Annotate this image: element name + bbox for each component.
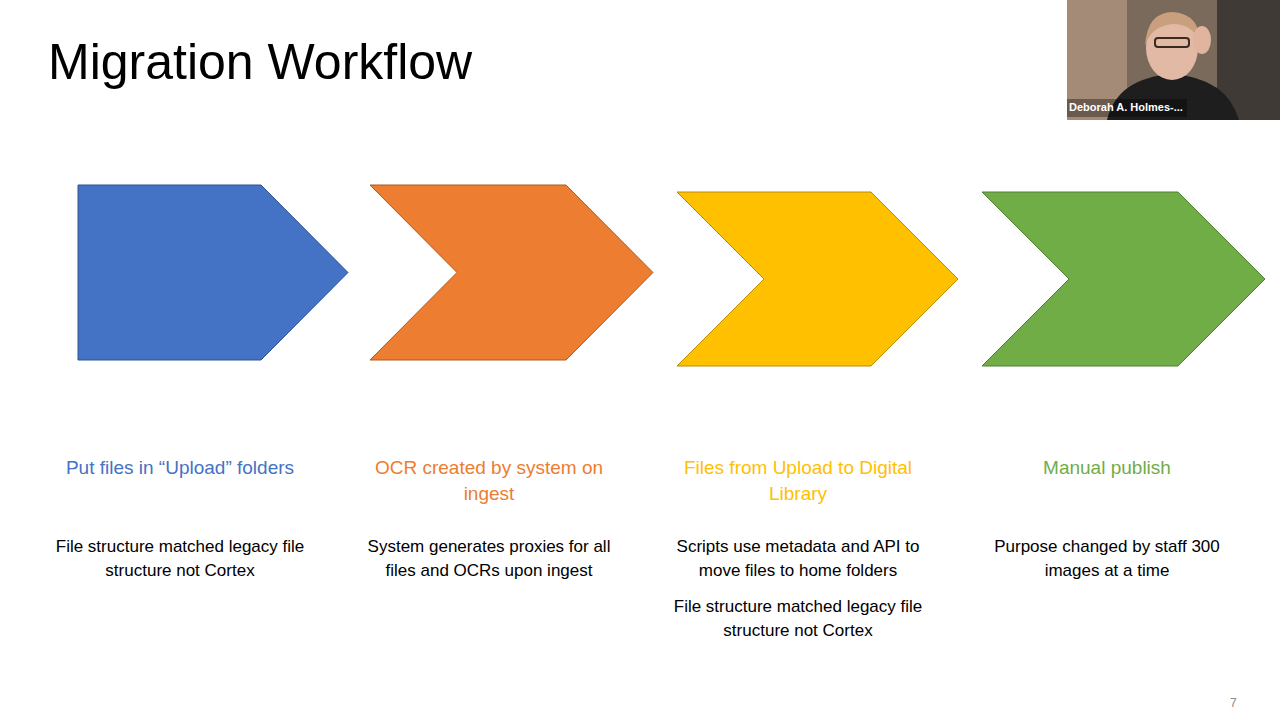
chevron-arrow <box>78 185 348 360</box>
person-hair <box>1145 12 1200 46</box>
chevron-outline <box>370 185 653 360</box>
process-step: Manual publishPurpose changed by staff 3… <box>937 180 1277 660</box>
process-step: OCR created by system on ingestSystem ge… <box>319 180 659 660</box>
name-plate <box>1067 99 1187 117</box>
person-hand <box>1193 26 1211 54</box>
step-notes: File structure matched legacy file struc… <box>10 535 350 595</box>
step-notes: System generates proxies for all files a… <box>319 535 659 595</box>
step-note: File structure matched legacy file struc… <box>49 535 311 583</box>
chevron-arrow <box>982 192 1265 366</box>
step-note: File structure matched legacy file struc… <box>667 595 929 643</box>
step-heading: OCR created by system on ingest <box>349 455 629 507</box>
slide-title: Migration Workflow <box>48 30 472 94</box>
step-heading: Files from Upload to Digital Library <box>653 455 943 507</box>
person-glasses <box>1155 38 1189 47</box>
page-number: 7 <box>1230 695 1237 711</box>
chevron-arrow <box>370 185 653 360</box>
step-heading: Put files in “Upload” folders <box>60 455 300 481</box>
step-notes: Purpose changed by staff 300 images at a… <box>937 535 1277 595</box>
step-note: System generates proxies for all files a… <box>358 535 620 583</box>
speaker-name: Deborah A. Holmes-... <box>1069 100 1183 115</box>
chevron-outline <box>78 185 348 360</box>
step-heading: Manual publish <box>962 455 1252 481</box>
chevron-outline <box>982 192 1265 366</box>
step-notes: Scripts use metadata and API to move fil… <box>628 535 968 655</box>
process-step: Files from Upload to Digital LibraryScri… <box>628 180 968 660</box>
step-note: Scripts use metadata and API to move fil… <box>667 535 929 583</box>
chevron-arrow <box>677 192 958 366</box>
process-step: Put files in “Upload” foldersFile struct… <box>10 180 350 660</box>
webcam-background <box>1067 0 1280 120</box>
chevron-outline <box>677 192 958 366</box>
step-note: Purpose changed by staff 300 images at a… <box>976 535 1238 583</box>
